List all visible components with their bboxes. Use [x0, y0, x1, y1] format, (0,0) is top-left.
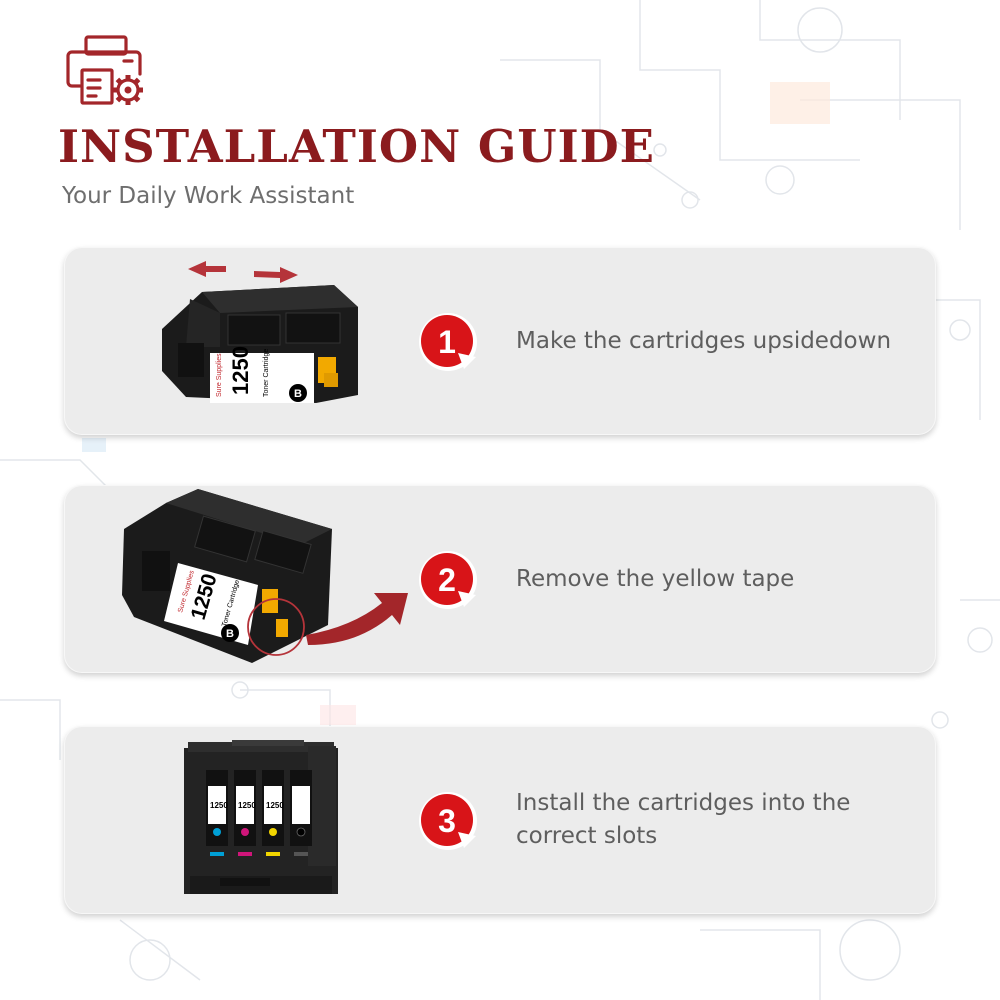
step-card-1: Sure Supplies 1250 Toner Cartridge B 1 M… — [64, 247, 936, 435]
cartridge-model: 1250 — [228, 346, 253, 395]
step-description: Remove the yellow tape — [516, 565, 795, 592]
step-number-3: 3 — [438, 803, 456, 839]
cartridge-flip-image: Sure Supplies 1250 Toner Cartridge B — [102, 247, 432, 435]
cartridge-color-code: B — [294, 388, 302, 400]
cartridge-model: 1250 — [266, 801, 284, 810]
step-card-2: Sure Supplies 1250 Toner Cartridge B 2 R… — [64, 485, 936, 673]
step-number-1: 1 — [438, 324, 456, 360]
step-description: Install the cartridges into the correct … — [516, 790, 851, 849]
step-card-3: 1250 1250 1250 — [64, 726, 936, 914]
curved-arrow-icon — [306, 593, 408, 645]
printer-install-image: 1250 1250 1250 — [102, 726, 432, 914]
step-text-2: Remove the yellow tape — [516, 485, 916, 673]
printer-gear-icon — [66, 34, 148, 108]
step-description: Make the cartridges upsidedown — [516, 327, 892, 354]
step-number-badge-2: 2 — [418, 549, 480, 611]
page-subtitle: Your Daily Work Assistant — [62, 183, 355, 209]
cartridge-label: Toner Cartridge — [263, 349, 270, 397]
cartridge-model: 1250 — [210, 801, 228, 810]
cartridge-tape-image: Sure Supplies 1250 Toner Cartridge B — [102, 485, 432, 673]
step-text-3: Install the cartridges into the correct … — [516, 726, 916, 914]
step-number-badge-1: 1 — [418, 311, 480, 373]
step-number-badge-3: 3 — [418, 790, 480, 852]
cartridge-brand: Sure Supplies — [216, 353, 223, 397]
cartridge-color-code: B — [226, 628, 234, 640]
double-arrow-icon — [188, 261, 298, 283]
cartridge-model: 1250 — [238, 801, 256, 810]
page-title: INSTALLATION GUIDE — [58, 120, 655, 173]
step-number-2: 2 — [438, 562, 456, 598]
step-text-1: Make the cartridges upsidedown — [516, 247, 916, 435]
